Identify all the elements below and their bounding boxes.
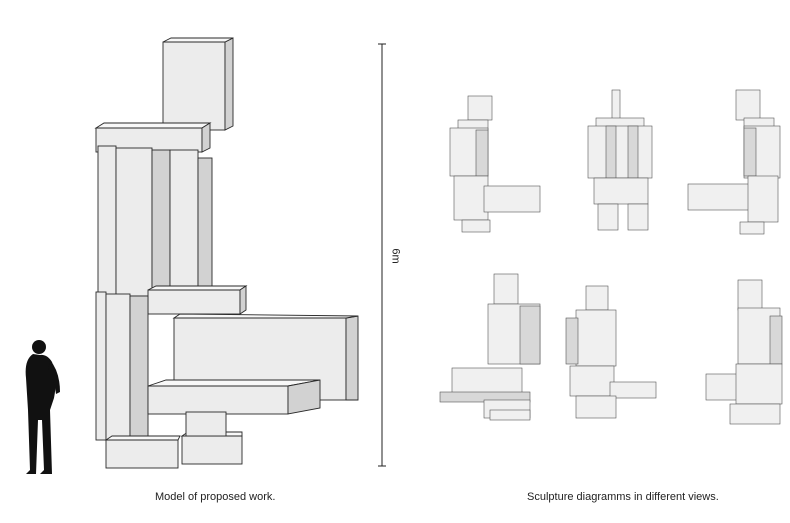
view-front [587, 89, 653, 231]
model-caption: Model of proposed work. [155, 491, 276, 503]
model-feet [104, 411, 243, 469]
height-dimension-label: 6m [389, 248, 402, 264]
view-perspective-right [705, 279, 783, 425]
model-torso-columns [97, 145, 213, 297]
human-scale-figure [25, 340, 60, 474]
view-perspective-left [439, 273, 541, 421]
model-ledge-block [147, 379, 321, 415]
view-side-right [687, 89, 781, 235]
views-caption: Sculpture diagramms in different views. [527, 491, 719, 503]
height-dimension-line [378, 43, 386, 467]
model-head-block [162, 37, 234, 131]
view-perspective-center [565, 285, 657, 419]
model-left-leg [95, 291, 149, 441]
model-lap-block [147, 285, 248, 315]
view-side-left [449, 95, 541, 233]
